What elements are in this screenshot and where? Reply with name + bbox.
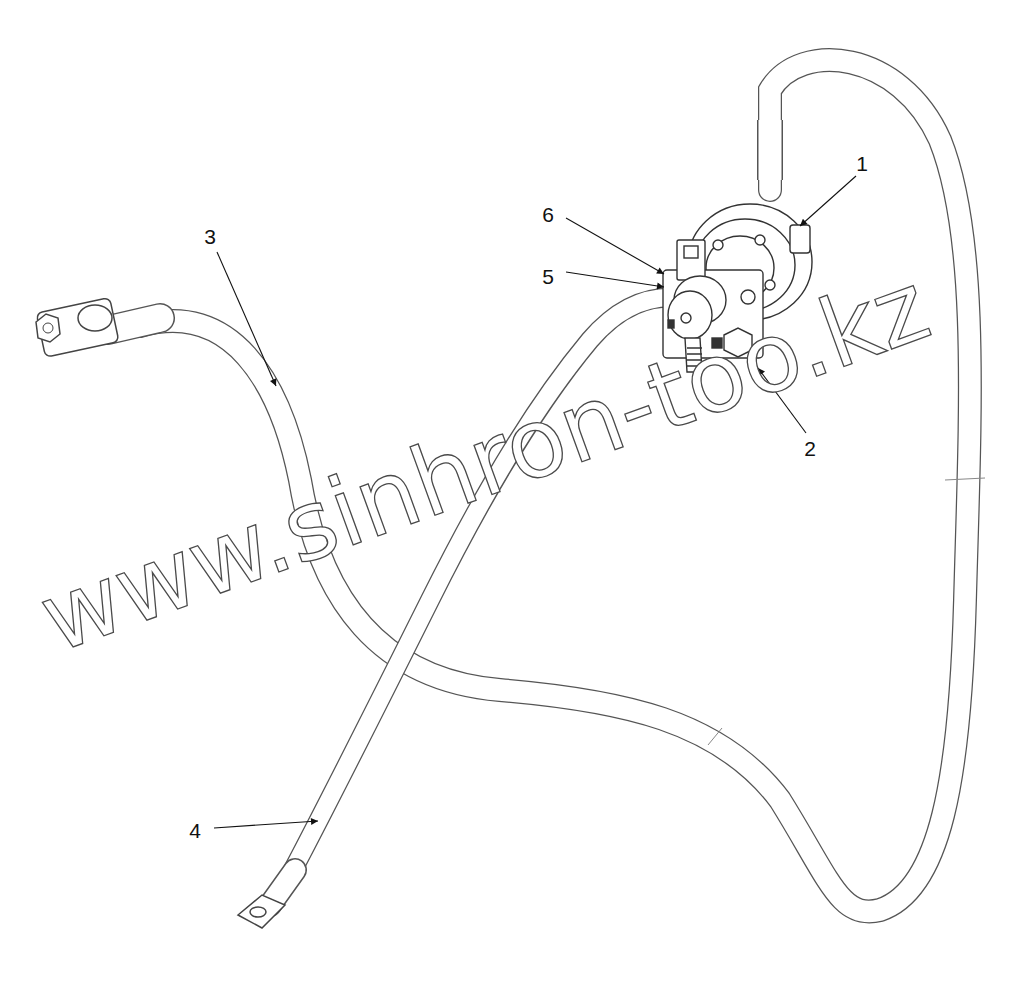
callout-number: 2: [804, 438, 816, 459]
callout-number: 3: [204, 226, 216, 247]
callout-number: 6: [542, 204, 554, 225]
callout-number: 1: [856, 153, 868, 174]
callout-number: 4: [189, 820, 201, 841]
callout-number: 5: [542, 266, 554, 287]
